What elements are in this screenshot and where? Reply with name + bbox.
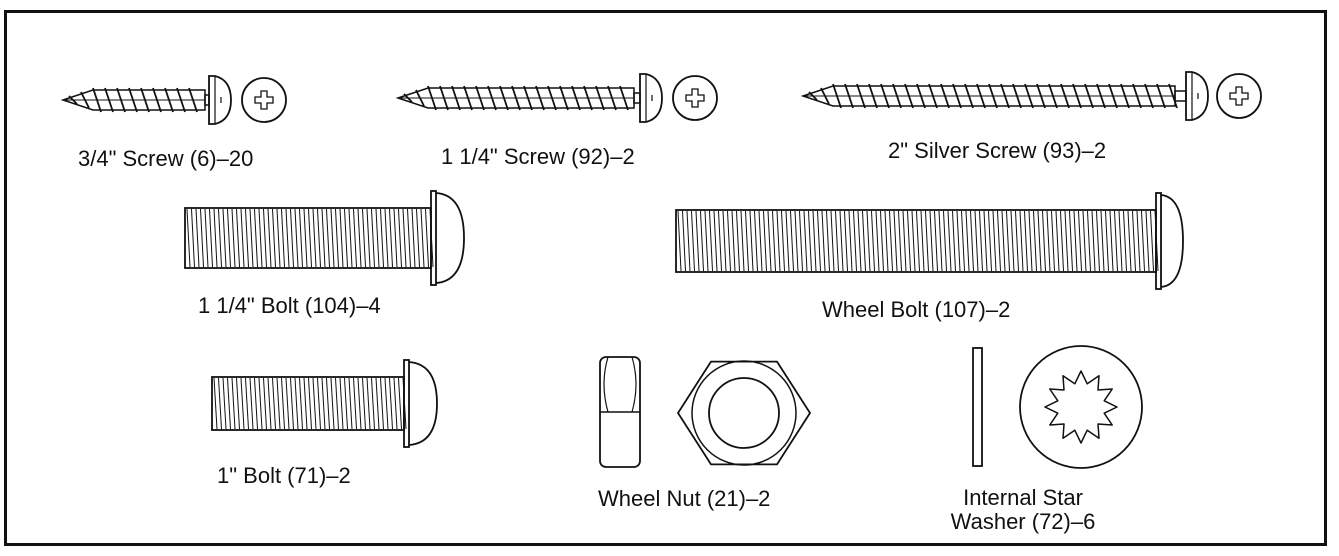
silver-screw-2-label: 2" Silver Screw (93)–2 xyxy=(888,138,1107,163)
silver-screw-2-icon xyxy=(800,71,1262,121)
screw-3-4-label: 3/4" Screw (6)–20 xyxy=(78,146,254,171)
screw-1-1-4-icon xyxy=(395,73,718,123)
hardware-panel xyxy=(4,10,1327,546)
wheel-nut-label: Wheel Nut (21)–2 xyxy=(598,486,771,511)
bolt-1-1-4-icon xyxy=(184,190,465,286)
screw-1-1-4-label: 1 1/4" Screw (92)–2 xyxy=(441,144,635,169)
wheel-bolt-label: Wheel Bolt (107)–2 xyxy=(822,297,1011,322)
washer-label-line-1: Internal Star xyxy=(963,485,1083,510)
wheel-nut-icon xyxy=(599,356,812,468)
bolt-1-1-4-label: 1 1/4" Bolt (104)–4 xyxy=(198,293,381,318)
washer-label-line-2: Washer (72)–6 xyxy=(950,509,1096,534)
screw-3-4-icon xyxy=(60,75,287,125)
internal-star-washer-icon xyxy=(972,345,1143,469)
bolt-1-inch-icon xyxy=(211,359,438,448)
bolt-1-inch-label: 1" Bolt (71)–2 xyxy=(217,463,351,488)
wheel-bolt-icon xyxy=(675,192,1184,290)
